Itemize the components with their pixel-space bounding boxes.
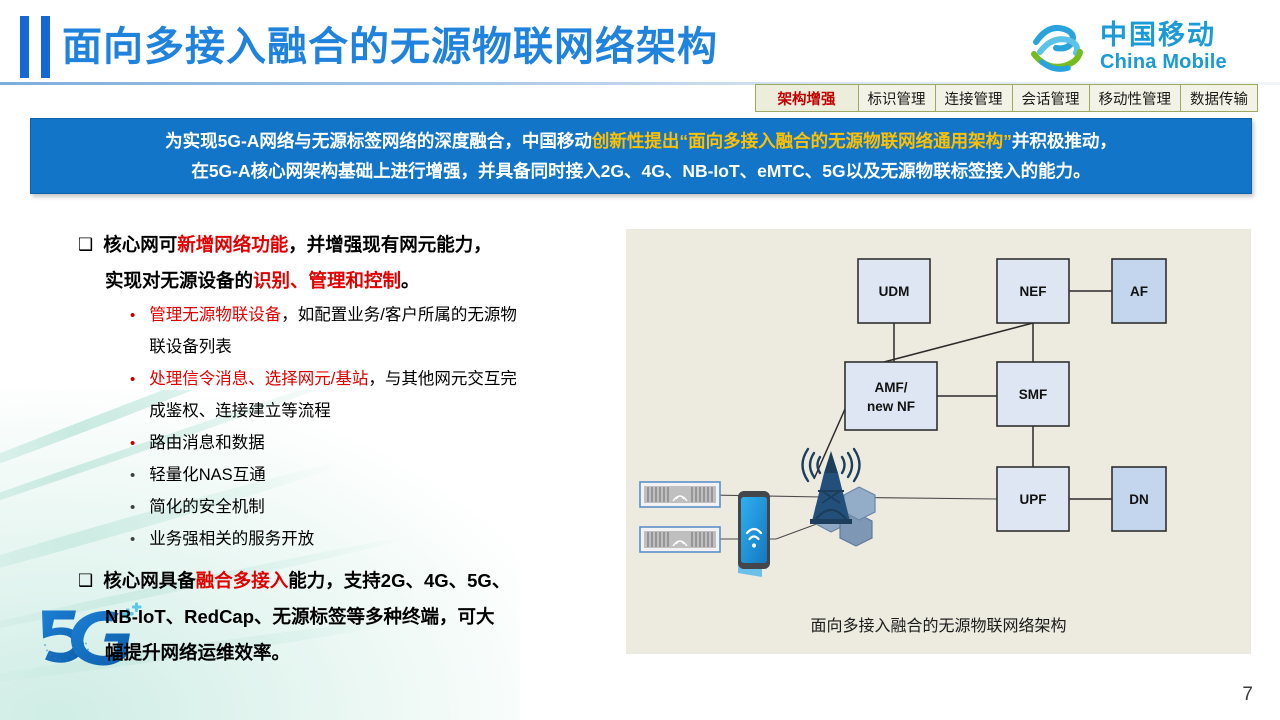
sub-bullet-2: • 处理信令消息、选择网元/基站，与其他网元交互完 [130, 364, 608, 395]
sub-bullet-dot-icon: • [130, 531, 136, 548]
sub-bullet-dot-icon: • [130, 307, 136, 324]
banner-text-a: 为实现5G-A网络与无源标签网络的深度融合，中国移动 [165, 131, 592, 151]
b1-part-2: ，并增强现有网元能力， [288, 234, 492, 255]
node-amf-label: AMF/ [875, 380, 908, 395]
diagram-caption: 面向多接入融合的无源物联网络架构 [810, 618, 1067, 635]
sub-bullet-6: • 业务强相关的服务开放 [130, 524, 608, 555]
china-mobile-logo: 中国移动 China Mobile [1030, 18, 1252, 76]
tab-data-transmission[interactable]: 数据传输 [1181, 85, 1257, 111]
section-tabs[interactable]: 架构增强 标识管理 连接管理 会话管理 移动性管理 数据传输 [754, 84, 1258, 112]
rfid-tag-icon [639, 526, 721, 553]
tab-mobility-management[interactable]: 移动性管理 [1089, 85, 1181, 111]
sub-bullet-1: • 管理无源物联设备，如配置业务/客户所属的无源物 [130, 300, 608, 331]
b2-part-1: 核心网具备 [103, 570, 196, 591]
sub-bullet-6-text: 业务强相关的服务开放 [149, 530, 315, 548]
node-nef [996, 258, 1070, 324]
title-bar: 面向多接入融合的无源物联网络架构 [0, 0, 1280, 92]
tab-identity-management[interactable]: 标识管理 [858, 85, 936, 111]
sub2-highlight: 处理信令消息、选择网元/基站 [149, 370, 369, 388]
cell-tower-icon [801, 447, 861, 524]
b1l2-highlight: 识别、管理和控制 [253, 270, 402, 291]
diagram-links [647, 290, 1112, 540]
architecture-diagram: UDM NEF AF AMF/ new NF SMF UPF DN 面向多接入融… [626, 229, 1251, 654]
sub-bullet-4-text: 轻量化NAS互通 [149, 466, 266, 484]
bullet-2-line-3-text: 幅提升网络运维效率。 [105, 642, 291, 663]
b1-part-1: 核心网可 [103, 234, 178, 255]
sub-bullet-3: • 路由消息和数据 [130, 428, 608, 459]
node-af [1111, 258, 1167, 324]
sub2-rest: ，与其他网元交互完 [368, 370, 517, 388]
bullet-1: ❑ 核心网可新增网络功能，并增强现有网元能力， [78, 228, 608, 262]
node-udm-label: UDM [879, 284, 910, 299]
bullet-2-line-2-text: NB-IoT、RedCap、无源标签等多种终端，可大 [105, 606, 495, 627]
sub-bullet-2-text: 处理信令消息、选择网元/基站，与其他网元交互完 [149, 364, 517, 395]
node-upf [996, 466, 1070, 532]
sub1-highlight: 管理无源物联设备 [149, 306, 282, 324]
sub1-continuation: 联设备列表 [149, 338, 232, 356]
bullet-2-line-2: NB-IoT、RedCap、无源标签等多种终端，可大 [105, 600, 608, 634]
title-accent-bar [20, 16, 29, 78]
node-udm [857, 258, 931, 324]
sub2-continuation: 成鉴权、连接建立等流程 [149, 402, 331, 420]
banner-text-highlight: 创新性提出“面向多接入融合的无源物联网络通用架构” [591, 131, 1012, 151]
sub-bullet-2-cont: • 成鉴权、连接建立等流程 [130, 396, 608, 427]
china-mobile-mark-icon [1031, 24, 1083, 72]
bullet-square-icon: ❑ [78, 571, 94, 590]
bullet-1-line-2: 实现对无源设备的识别、管理和控制。 [105, 264, 608, 298]
tab-session-management[interactable]: 会话管理 [1012, 85, 1090, 111]
rfid-tag-icon [639, 481, 721, 508]
page-number: 7 [1242, 684, 1253, 705]
b1-highlight: 新增网络功能 [177, 234, 289, 255]
bullet-1-text: 核心网可新增网络功能，并增强现有网元能力， [103, 228, 492, 262]
page-title: 面向多接入融合的无源物联网络架构 [62, 25, 718, 69]
sub-bullet-dot-icon: • [130, 467, 136, 484]
node-upf-label: UPF [1020, 492, 1047, 507]
sub-bullet-4: • 轻量化NAS互通 [130, 460, 608, 491]
spacer [78, 556, 608, 564]
diagram-nodes: UDM NEF AF AMF/ new NF SMF UPF DN [844, 258, 1167, 532]
sub-bullet-3-text: 路由消息和数据 [149, 434, 265, 452]
banner-line-1: 为实现5G-A网络与无源标签网络的深度融合，中国移动创新性提出“面向多接入融合的… [165, 126, 1117, 156]
tab-connection-management[interactable]: 连接管理 [935, 85, 1013, 111]
node-amf [844, 361, 938, 431]
highlight-banner: 为实现5G-A网络与无源标签网络的深度融合，中国移动创新性提出“面向多接入融合的… [30, 118, 1252, 194]
node-smf [996, 361, 1070, 427]
logo-text-cn: 中国移动 [1100, 20, 1216, 50]
banner-text-b: 并积极推动， [1011, 131, 1117, 151]
china-mobile-wordmark: 中国移动 China Mobile [1100, 20, 1227, 73]
b2-highlight: 融合多接入 [195, 570, 289, 591]
sub1-rest: ，如配置业务/客户所属的无源物 [281, 306, 517, 324]
title-accent-bar [41, 16, 50, 78]
bullet-2-text: 核心网具备融合多接入能力，支持2G、4G、5G、 [103, 564, 510, 598]
node-dn-label: DN [1129, 492, 1149, 507]
content-bullets: ❑ 核心网可新增网络功能，并增强现有网元能力， 实现对无源设备的识别、管理和控制… [78, 228, 608, 672]
node-af-label: AF [1130, 284, 1148, 299]
bullet-1-line-2-text: 实现对无源设备的识别、管理和控制。 [105, 264, 420, 298]
title-divider [0, 82, 1280, 85]
bullet-2-line-3: 幅提升网络运维效率。 [105, 636, 608, 670]
sub-bullet-1-cont: • 联设备列表 [130, 332, 608, 363]
node-dn [1111, 466, 1167, 532]
smartphone-icon [738, 491, 770, 577]
node-amf-label2: new NF [867, 399, 915, 414]
sub-bullet-dot-icon: • [130, 499, 136, 516]
tab-architecture-enhancement[interactable]: 架构增强 [755, 85, 859, 111]
node-nef-label: NEF [1020, 284, 1047, 299]
sub-bullet-dot-icon: • [130, 435, 136, 452]
sub-bullet-1-text: 管理无源物联设备，如配置业务/客户所属的无源物 [149, 300, 517, 331]
banner-line-2: 在5G-A核心网架构基础上进行增强，并具备同时接入2G、4G、NB-IoT、eM… [191, 161, 1091, 181]
node-smf-label: SMF [1019, 387, 1048, 402]
b2-part-2: 能力，支持2G、4G、5G、 [288, 570, 511, 591]
b1l2-part-2: 。 [401, 270, 420, 291]
sub-bullet-dot-icon: • [130, 371, 136, 388]
bullet-square-icon: ❑ [78, 235, 94, 254]
bullet-2: ❑ 核心网具备融合多接入能力，支持2G、4G、5G、 [78, 564, 608, 598]
diagram-canvas: UDM NEF AF AMF/ new NF SMF UPF DN [639, 258, 1167, 577]
b1l2-part-1: 实现对无源设备的 [105, 270, 254, 291]
sub-bullet-5-text: 简化的安全机制 [149, 498, 265, 516]
logo-text-en: China Mobile [1100, 51, 1227, 73]
sub-bullet-5: • 简化的安全机制 [130, 492, 608, 523]
